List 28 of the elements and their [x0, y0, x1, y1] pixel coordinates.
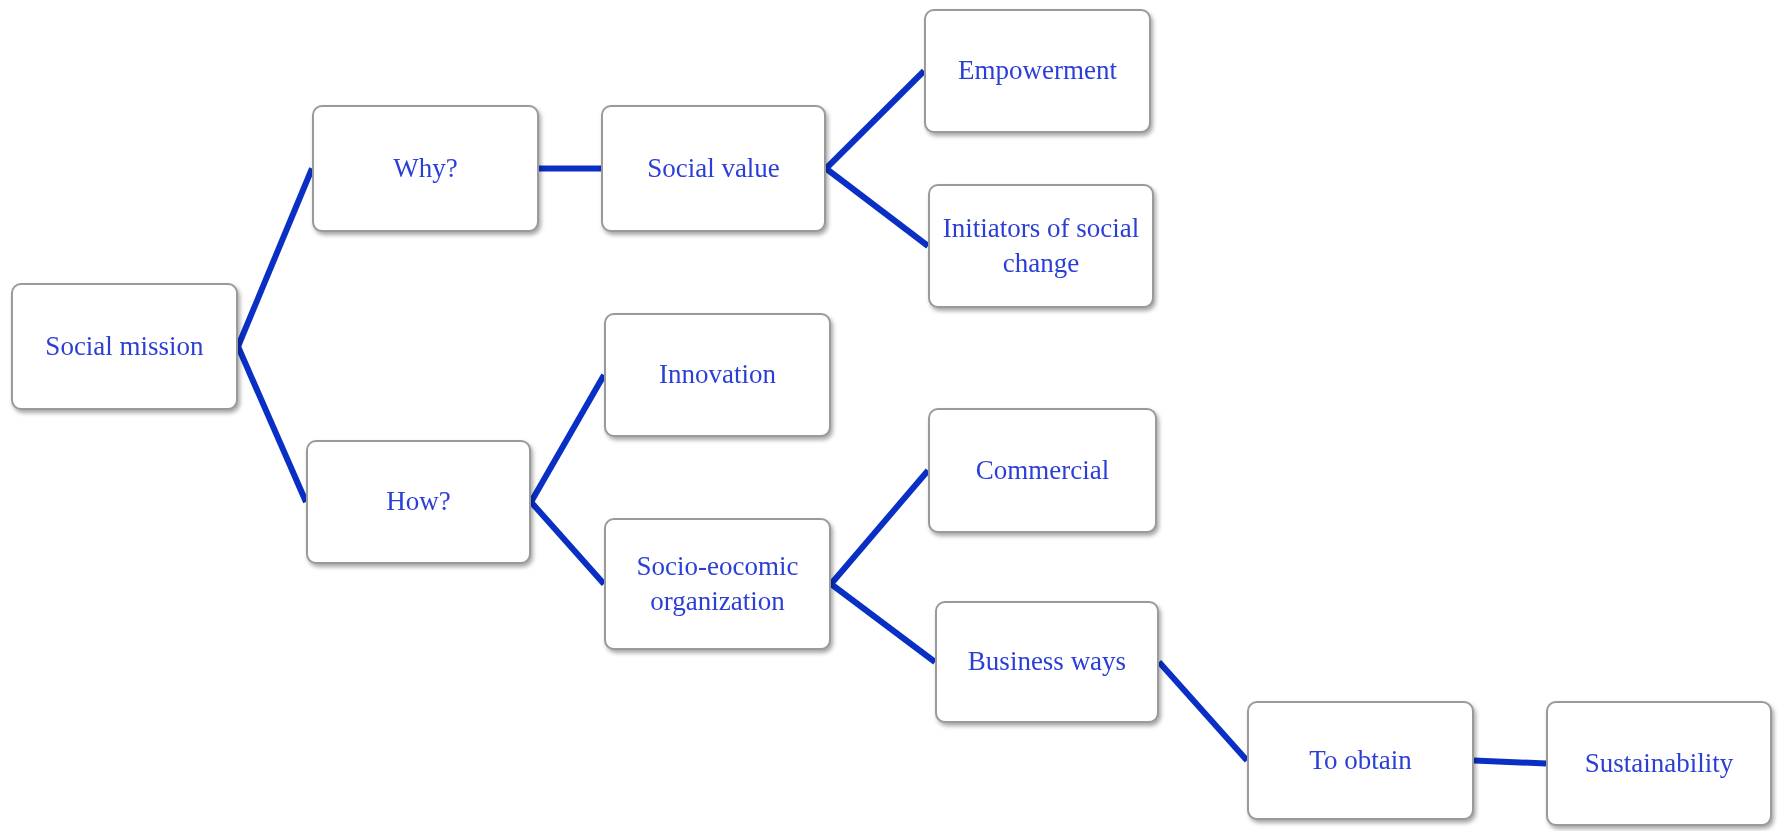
node-label: Innovation — [659, 358, 776, 392]
text-box — [306, 440, 531, 564]
text-box — [1247, 701, 1474, 820]
node-label: Why? — [393, 151, 458, 185]
node-label: Initiators of social change — [941, 211, 1141, 280]
text-box — [312, 105, 539, 232]
connector-line — [824, 166, 930, 249]
node-label: Social value — [647, 151, 780, 185]
node-label: Commercial — [975, 453, 1110, 487]
node-label: To obtain — [1309, 743, 1412, 777]
text-box — [1546, 701, 1772, 826]
connector-line — [1473, 757, 1547, 767]
text-box — [601, 105, 826, 232]
node-label: Sustainability — [1584, 746, 1734, 780]
connector-line — [829, 581, 937, 665]
node-label: How? — [386, 485, 451, 519]
node-label: Business ways — [967, 645, 1127, 679]
node-label: Empowerment — [958, 54, 1117, 88]
text-box — [604, 313, 831, 437]
node-label: Socio-eocomic organization — [635, 549, 800, 618]
text-box — [928, 408, 1157, 533]
text-box — [935, 601, 1159, 723]
node-label: Social mission — [45, 329, 204, 363]
text-box — [11, 283, 238, 410]
connector-line — [539, 165, 601, 172]
text-box — [924, 9, 1151, 133]
text-box — [928, 184, 1154, 308]
text-box — [604, 518, 831, 650]
